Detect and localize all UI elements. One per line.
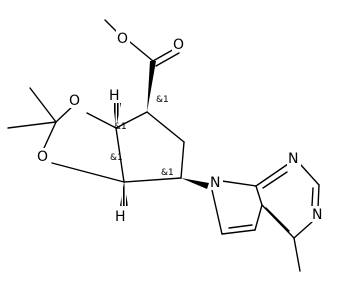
- bond-cq-methyl-2: [7, 121, 57, 129]
- bond-ring-c6-c7: [123, 177, 182, 183]
- bond-n1-c2: [299, 163, 320, 186]
- stereo-label-layer: &1 &1 &1 &1: [110, 95, 174, 178]
- bond-n7-c6p: [211, 189, 223, 235]
- atom-nitrogen-pyrimidine-right: N: [312, 207, 322, 223]
- bond-carbonyl-double-b: [155, 52, 180, 67]
- bond-c7a-n1-inner: [262, 171, 288, 189]
- hash-bond-bottom-h: [120, 182, 128, 206]
- bond-ring-c8-c4: [115, 111, 148, 129]
- bond-ring-c4-c5: [146, 111, 185, 143]
- bond-c2-n3-inner: [311, 187, 314, 207]
- atom-label-layer: O O O O H H N N N: [36, 30, 325, 225]
- bond-c6p-c5p: [221, 229, 256, 235]
- hash-bond-top-h: [113, 103, 121, 128]
- wedge-bond-nitrogen: [181, 178, 209, 189]
- stereo-label-c8: &1: [114, 122, 127, 132]
- wedge-bond-ester: [147, 61, 156, 112]
- atom-nitrogen-pyrrole: N: [210, 175, 220, 191]
- bond-c4-c4a-inner: [265, 207, 290, 232]
- stereo-bond-layer: [113, 61, 209, 206]
- bond-layer: [7, 19, 320, 272]
- atom-nitrogen-pyrimidine-top: N: [288, 151, 298, 167]
- bond-obottom-c7: [51, 162, 125, 183]
- bond-c4-c4a: [261, 204, 295, 239]
- bond-cq-methyl-1: [29, 87, 57, 123]
- atom-oxygen-dioxolane-top: O: [69, 93, 80, 109]
- bond-cq-obottom: [43, 121, 57, 149]
- bond-n7-c7a: [221, 180, 257, 187]
- bond-c2-n3: [317, 184, 320, 209]
- atom-oxygen-ester: O: [117, 31, 128, 47]
- bond-ring-c7-c8: [115, 127, 125, 183]
- bond-n3-c4: [293, 221, 313, 239]
- bond-c5p-c4a: [254, 204, 263, 231]
- bond-c4a-c7a: [255, 185, 263, 206]
- atom-hydrogen-top: H: [109, 88, 120, 104]
- atom-hydrogen-bottom: H: [115, 209, 126, 225]
- stereo-label-c4: &1: [156, 95, 169, 105]
- stereo-label-c6: &1: [161, 168, 174, 178]
- bond-c7a-n1: [255, 163, 289, 187]
- bond-ring-c5-c6: [180, 141, 185, 179]
- bond-c4-methyl: [293, 237, 301, 272]
- atom-oxygen-dioxolane-bottom: O: [37, 149, 48, 165]
- bond-c8-otop: [86, 112, 117, 129]
- atom-oxygen-carbonyl: O: [173, 37, 184, 53]
- bond-ester-o-carbonyl: [129, 41, 154, 62]
- stereo-label-c7: &1: [110, 153, 123, 163]
- bond-c6p-c5p-inner: [228, 224, 253, 229]
